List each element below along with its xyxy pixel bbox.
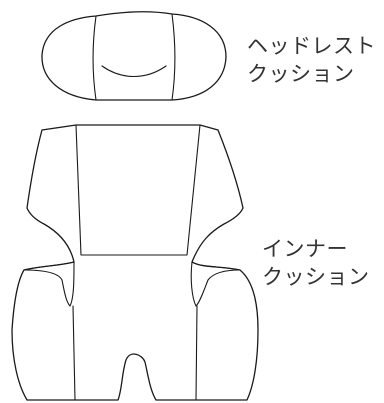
inner-left-side-pad <box>23 261 75 307</box>
inner-cushion-label-line-2: クッション <box>262 265 370 289</box>
inner-right-seat-seam <box>195 305 198 401</box>
headrest-cushion <box>41 11 227 101</box>
inner-cushion-label-line-1: インナー <box>262 237 348 261</box>
headrest-center-curve <box>101 65 167 77</box>
headrest-cushion-label-line-1: ヘッドレスト <box>247 34 376 58</box>
inner-right-side-pad <box>190 261 241 307</box>
headrest-right-seam <box>171 13 176 101</box>
inner-cushion-label: インナー クッション <box>262 235 370 291</box>
headrest-cushion-label-line-2: クッション <box>247 62 355 86</box>
headrest-cushion-label: ヘッドレスト クッション <box>247 32 376 88</box>
inner-cushion <box>11 124 259 401</box>
inner-cushion-outline <box>11 124 259 401</box>
headrest-cushion-outline <box>41 11 227 101</box>
inner-back-panel <box>75 124 201 256</box>
headrest-left-seam <box>92 15 97 101</box>
inner-left-seat-seam <box>72 305 76 401</box>
